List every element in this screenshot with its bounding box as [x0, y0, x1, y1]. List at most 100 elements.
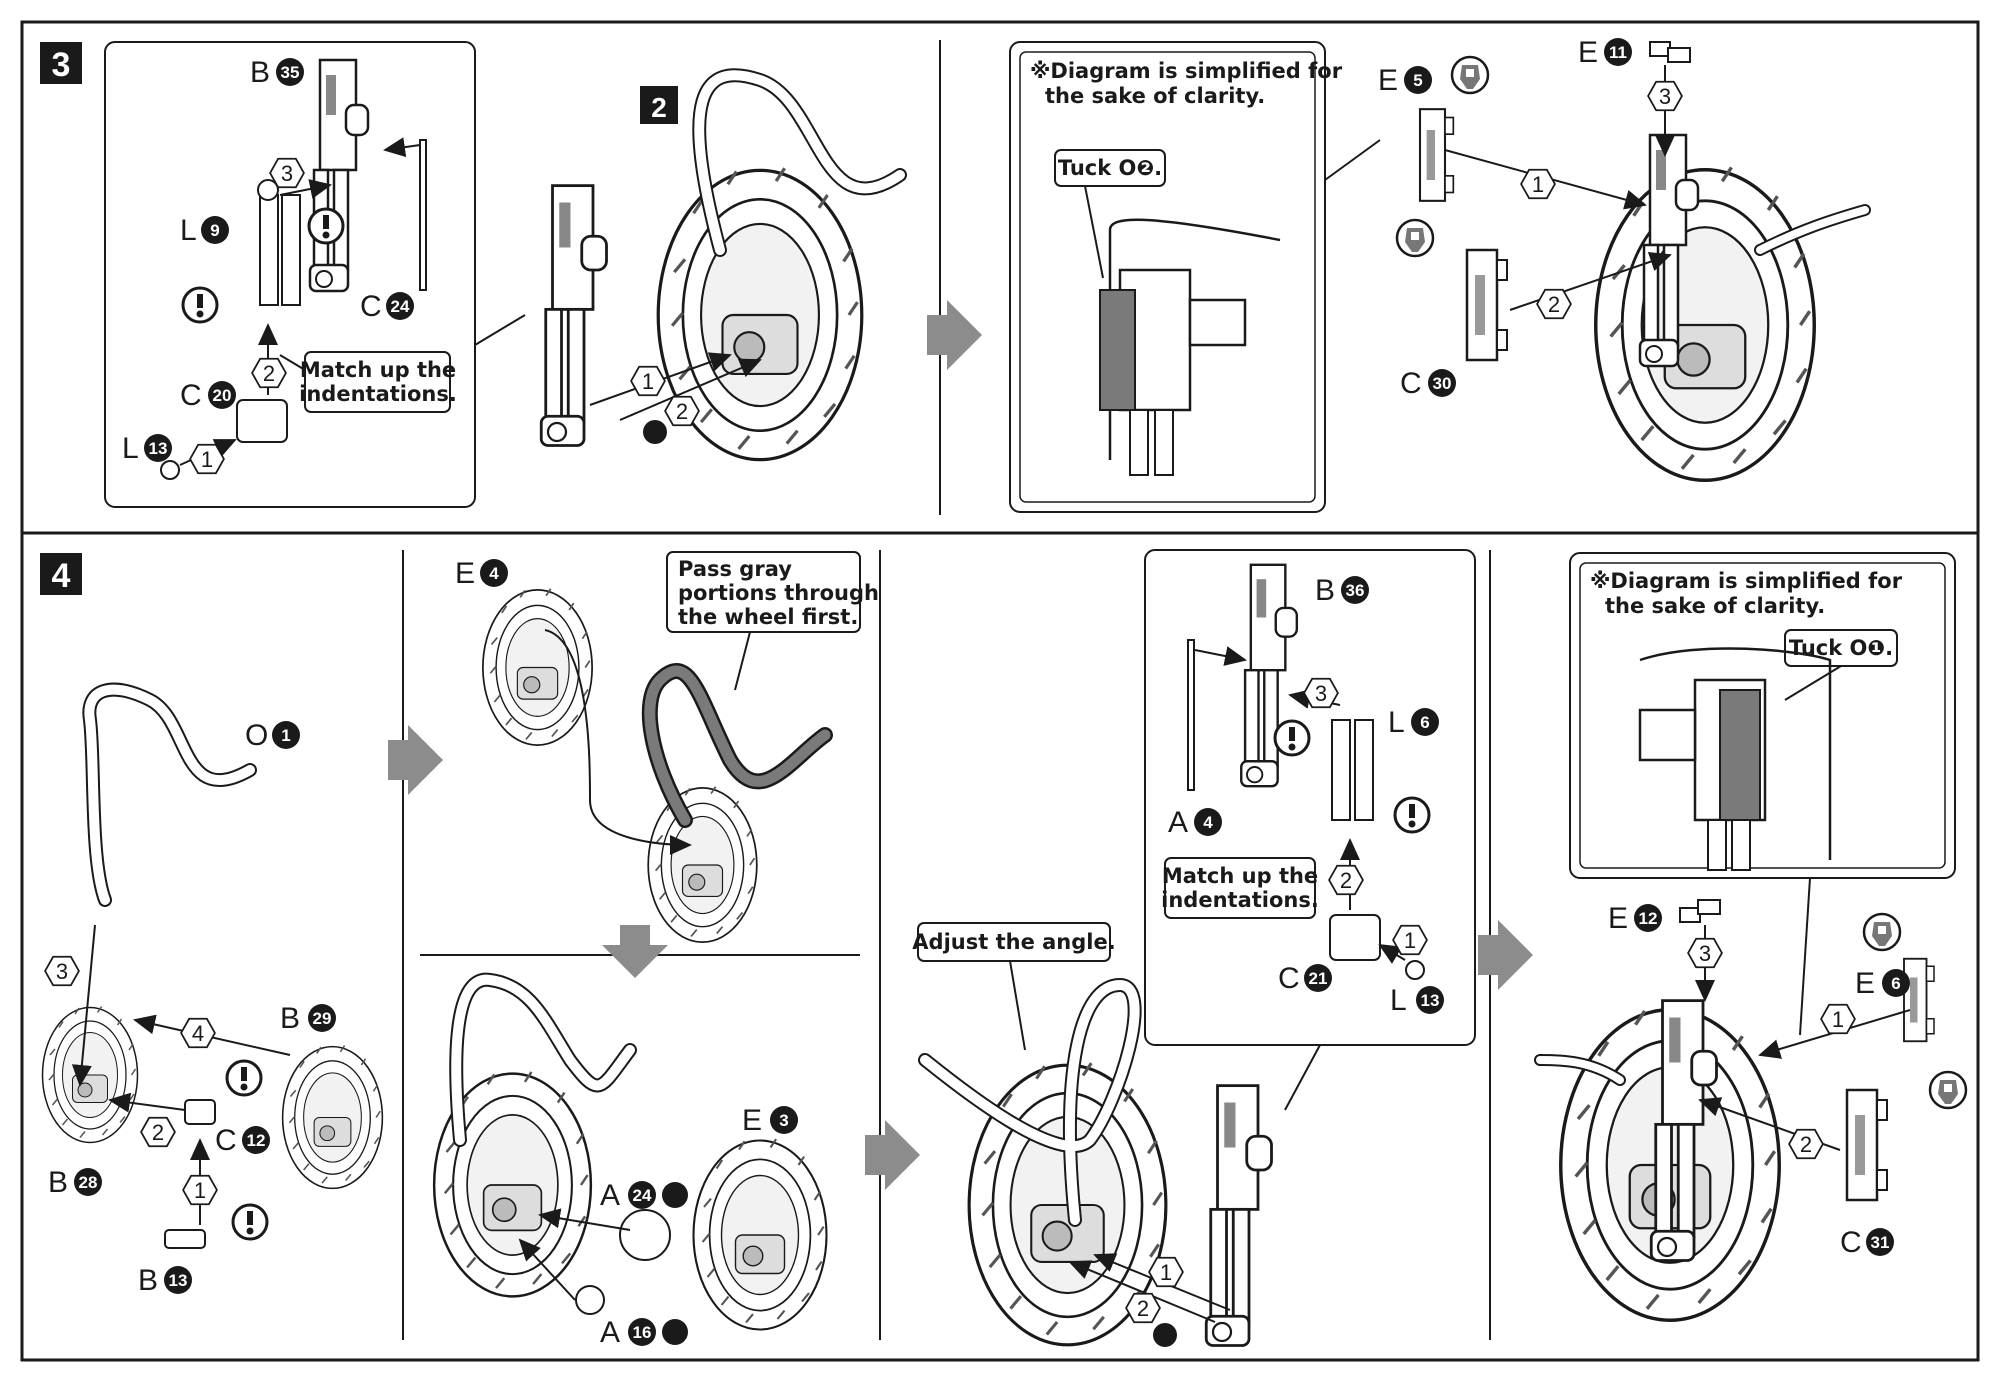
- svg-text:2: 2: [1137, 1296, 1149, 1321]
- svg-text:Pass gray: Pass gray: [678, 557, 792, 581]
- step-4-number: 4: [52, 557, 71, 595]
- part-label-b13: B 13: [138, 1264, 192, 1297]
- flow-arrow: [1478, 920, 1533, 990]
- svg-text:Tuck O❷.: Tuck O❷.: [1058, 156, 1162, 180]
- cap-l13-illustration: [1405, 960, 1425, 980]
- svg-text:3: 3: [1699, 941, 1711, 966]
- svg-text:※Diagram is simplified for: ※Diagram is simplified for: [1030, 59, 1343, 83]
- svg-text:Match up the: Match up the: [1162, 864, 1318, 888]
- step-4-badge: 4: [40, 553, 82, 595]
- part-label-e12: E 12: [1608, 902, 1662, 935]
- part-label-o1: O 1: [245, 719, 300, 752]
- part-label-e11: E 11: [1578, 36, 1632, 69]
- svg-text:2: 2: [1548, 292, 1560, 317]
- sub-step-badge-2: 2: [640, 86, 678, 124]
- part-label-e5: E 5: [1378, 64, 1432, 97]
- warning-icon: [307, 207, 345, 245]
- part-label-b29: B 29: [280, 1002, 336, 1035]
- svg-text:1: 1: [1404, 928, 1416, 953]
- svg-text:E: E: [1378, 64, 1398, 97]
- step4-subassembly-box: [1144, 549, 1476, 1046]
- svg-text:Tuck O❶.: Tuck O❶.: [1789, 636, 1893, 660]
- svg-text:indentations.: indentations.: [1161, 888, 1319, 912]
- svg-text:4: 4: [192, 1021, 204, 1046]
- glue-icon: [1928, 1070, 1968, 1110]
- svg-text:A: A: [1168, 806, 1188, 839]
- svg-text:B: B: [280, 1002, 300, 1035]
- shock-l6-left: [1331, 719, 1351, 821]
- cover-e5-illustration: [1418, 108, 1455, 202]
- svg-text:11: 11: [1609, 43, 1627, 62]
- svg-text:1: 1: [194, 1178, 206, 1203]
- part-label-l13: L 13: [122, 432, 172, 465]
- svg-text:C: C: [180, 379, 202, 412]
- flow-arrow: [865, 1120, 920, 1190]
- part-label-l6: L 6: [1388, 706, 1439, 739]
- simplified-diagram-box-3: ※Diagram is simplified for the sake of c…: [1009, 41, 1381, 513]
- svg-text:35: 35: [281, 63, 300, 82]
- rod-a4-illustration: [1187, 639, 1195, 791]
- svg-text:24: 24: [391, 297, 410, 316]
- svg-text:1: 1: [1160, 1260, 1172, 1285]
- cover-c30-illustration: [1465, 248, 1509, 362]
- svg-text:L: L: [122, 432, 139, 465]
- cover-c31-illustration: [1845, 1088, 1889, 1202]
- wheel-assembly-illustration: [647, 785, 758, 944]
- svg-text:B: B: [138, 1264, 158, 1297]
- svg-text:3: 3: [281, 161, 293, 186]
- svg-text:the sake of clarity.: the sake of clarity.: [1045, 84, 1265, 108]
- svg-text:A: A: [600, 1179, 620, 1212]
- shock-l6-right: [1354, 719, 1374, 821]
- svg-text:E: E: [1578, 36, 1598, 69]
- svg-text:E: E: [742, 1104, 762, 1137]
- piece-b13-illustration: [164, 1229, 206, 1249]
- svg-text:3: 3: [779, 1111, 788, 1130]
- wheel-half-b29-illustration: [281, 1044, 384, 1190]
- svg-text:L: L: [180, 214, 197, 247]
- step-3-number: 3: [52, 46, 71, 84]
- part-label-c12: C 12: [215, 1124, 270, 1157]
- svg-text:1: 1: [281, 726, 290, 745]
- svg-text:2: 2: [676, 399, 688, 424]
- svg-text:1: 1: [201, 447, 213, 472]
- svg-text:O: O: [245, 719, 268, 752]
- svg-text:portions through: portions through: [678, 581, 879, 605]
- svg-text:6: 6: [1420, 713, 1429, 732]
- svg-text:2: 2: [263, 361, 275, 386]
- callout-match-indentations-3: Match up the indentations.: [279, 351, 457, 413]
- svg-text:4: 4: [489, 564, 499, 583]
- warning-icon: [225, 1059, 263, 1097]
- svg-text:3: 3: [1315, 681, 1327, 706]
- svg-text:13: 13: [149, 439, 168, 458]
- cement-icon: [1153, 1323, 1177, 1347]
- step4-box-pointer: [1284, 1044, 1321, 1111]
- svg-text:B: B: [48, 1166, 68, 1199]
- svg-text:16: 16: [633, 1323, 652, 1342]
- part-label-e3: E 3: [742, 1104, 798, 1137]
- svg-text:9: 9: [210, 221, 219, 240]
- warning-icon: [1273, 719, 1311, 757]
- cut-icon: [662, 1182, 688, 1208]
- svg-text:12: 12: [1639, 909, 1658, 928]
- svg-text:31: 31: [1871, 1233, 1890, 1252]
- callout-adjust-angle: Adjust the angle.: [912, 922, 1116, 1051]
- glue-icon: [1862, 912, 1902, 952]
- svg-text:30: 30: [1433, 374, 1452, 393]
- step3-box-pointer: [474, 314, 526, 346]
- piece-c12-illustration: [184, 1099, 216, 1125]
- warning-icon: [231, 1203, 269, 1241]
- svg-text:3: 3: [56, 959, 68, 984]
- svg-text:6: 6: [1891, 974, 1900, 993]
- glue-icon: [1395, 218, 1435, 258]
- svg-text:※Diagram is simplified for: ※Diagram is simplified for: [1590, 569, 1903, 593]
- svg-text:36: 36: [1346, 581, 1365, 600]
- part-label-a24: A 24: [600, 1179, 688, 1212]
- callout-pass-gray: Pass gray portions through the wheel fir…: [666, 551, 879, 691]
- part-label-b28: B 28: [48, 1166, 102, 1199]
- svg-text:indentations.: indentations.: [299, 382, 457, 406]
- svg-text:C: C: [1278, 962, 1300, 995]
- svg-text:Adjust the angle.: Adjust the angle.: [912, 930, 1115, 954]
- svg-text:Match up the: Match up the: [300, 358, 456, 382]
- rod-c24-illustration: [419, 139, 427, 291]
- joint-c21-illustration: [1329, 914, 1381, 961]
